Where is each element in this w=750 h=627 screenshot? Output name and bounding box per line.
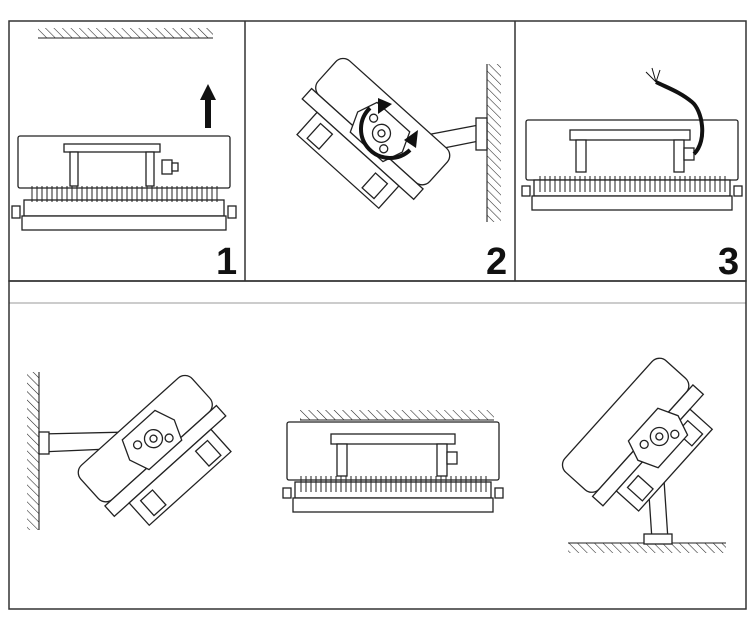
step-number-1: 1 bbox=[216, 241, 237, 283]
up-arrow-icon bbox=[200, 84, 216, 128]
ceiling-mount-option bbox=[282, 410, 504, 513]
wall-surface bbox=[486, 64, 501, 222]
step-2-panel: 2 bbox=[281, 53, 507, 283]
floodlight-step-3 bbox=[521, 119, 743, 211]
rotate-arrow-icon bbox=[359, 98, 418, 160]
wall-mount-option bbox=[27, 370, 247, 540]
ground-mount-option bbox=[557, 353, 727, 553]
step-number-3: 3 bbox=[718, 241, 739, 283]
step-number-2: 2 bbox=[486, 241, 507, 283]
cable-icon bbox=[645, 67, 705, 156]
floodlight-step-1 bbox=[11, 135, 237, 231]
step-1-panel: 1 bbox=[11, 28, 237, 283]
floodlight-ceiling bbox=[282, 421, 504, 513]
panel-frames bbox=[8, 20, 747, 610]
wall-surface-left bbox=[27, 372, 40, 530]
ceiling-surface bbox=[38, 28, 213, 39]
ceiling-surface-bottom bbox=[300, 410, 494, 421]
step-3-panel: 3 bbox=[521, 67, 743, 283]
